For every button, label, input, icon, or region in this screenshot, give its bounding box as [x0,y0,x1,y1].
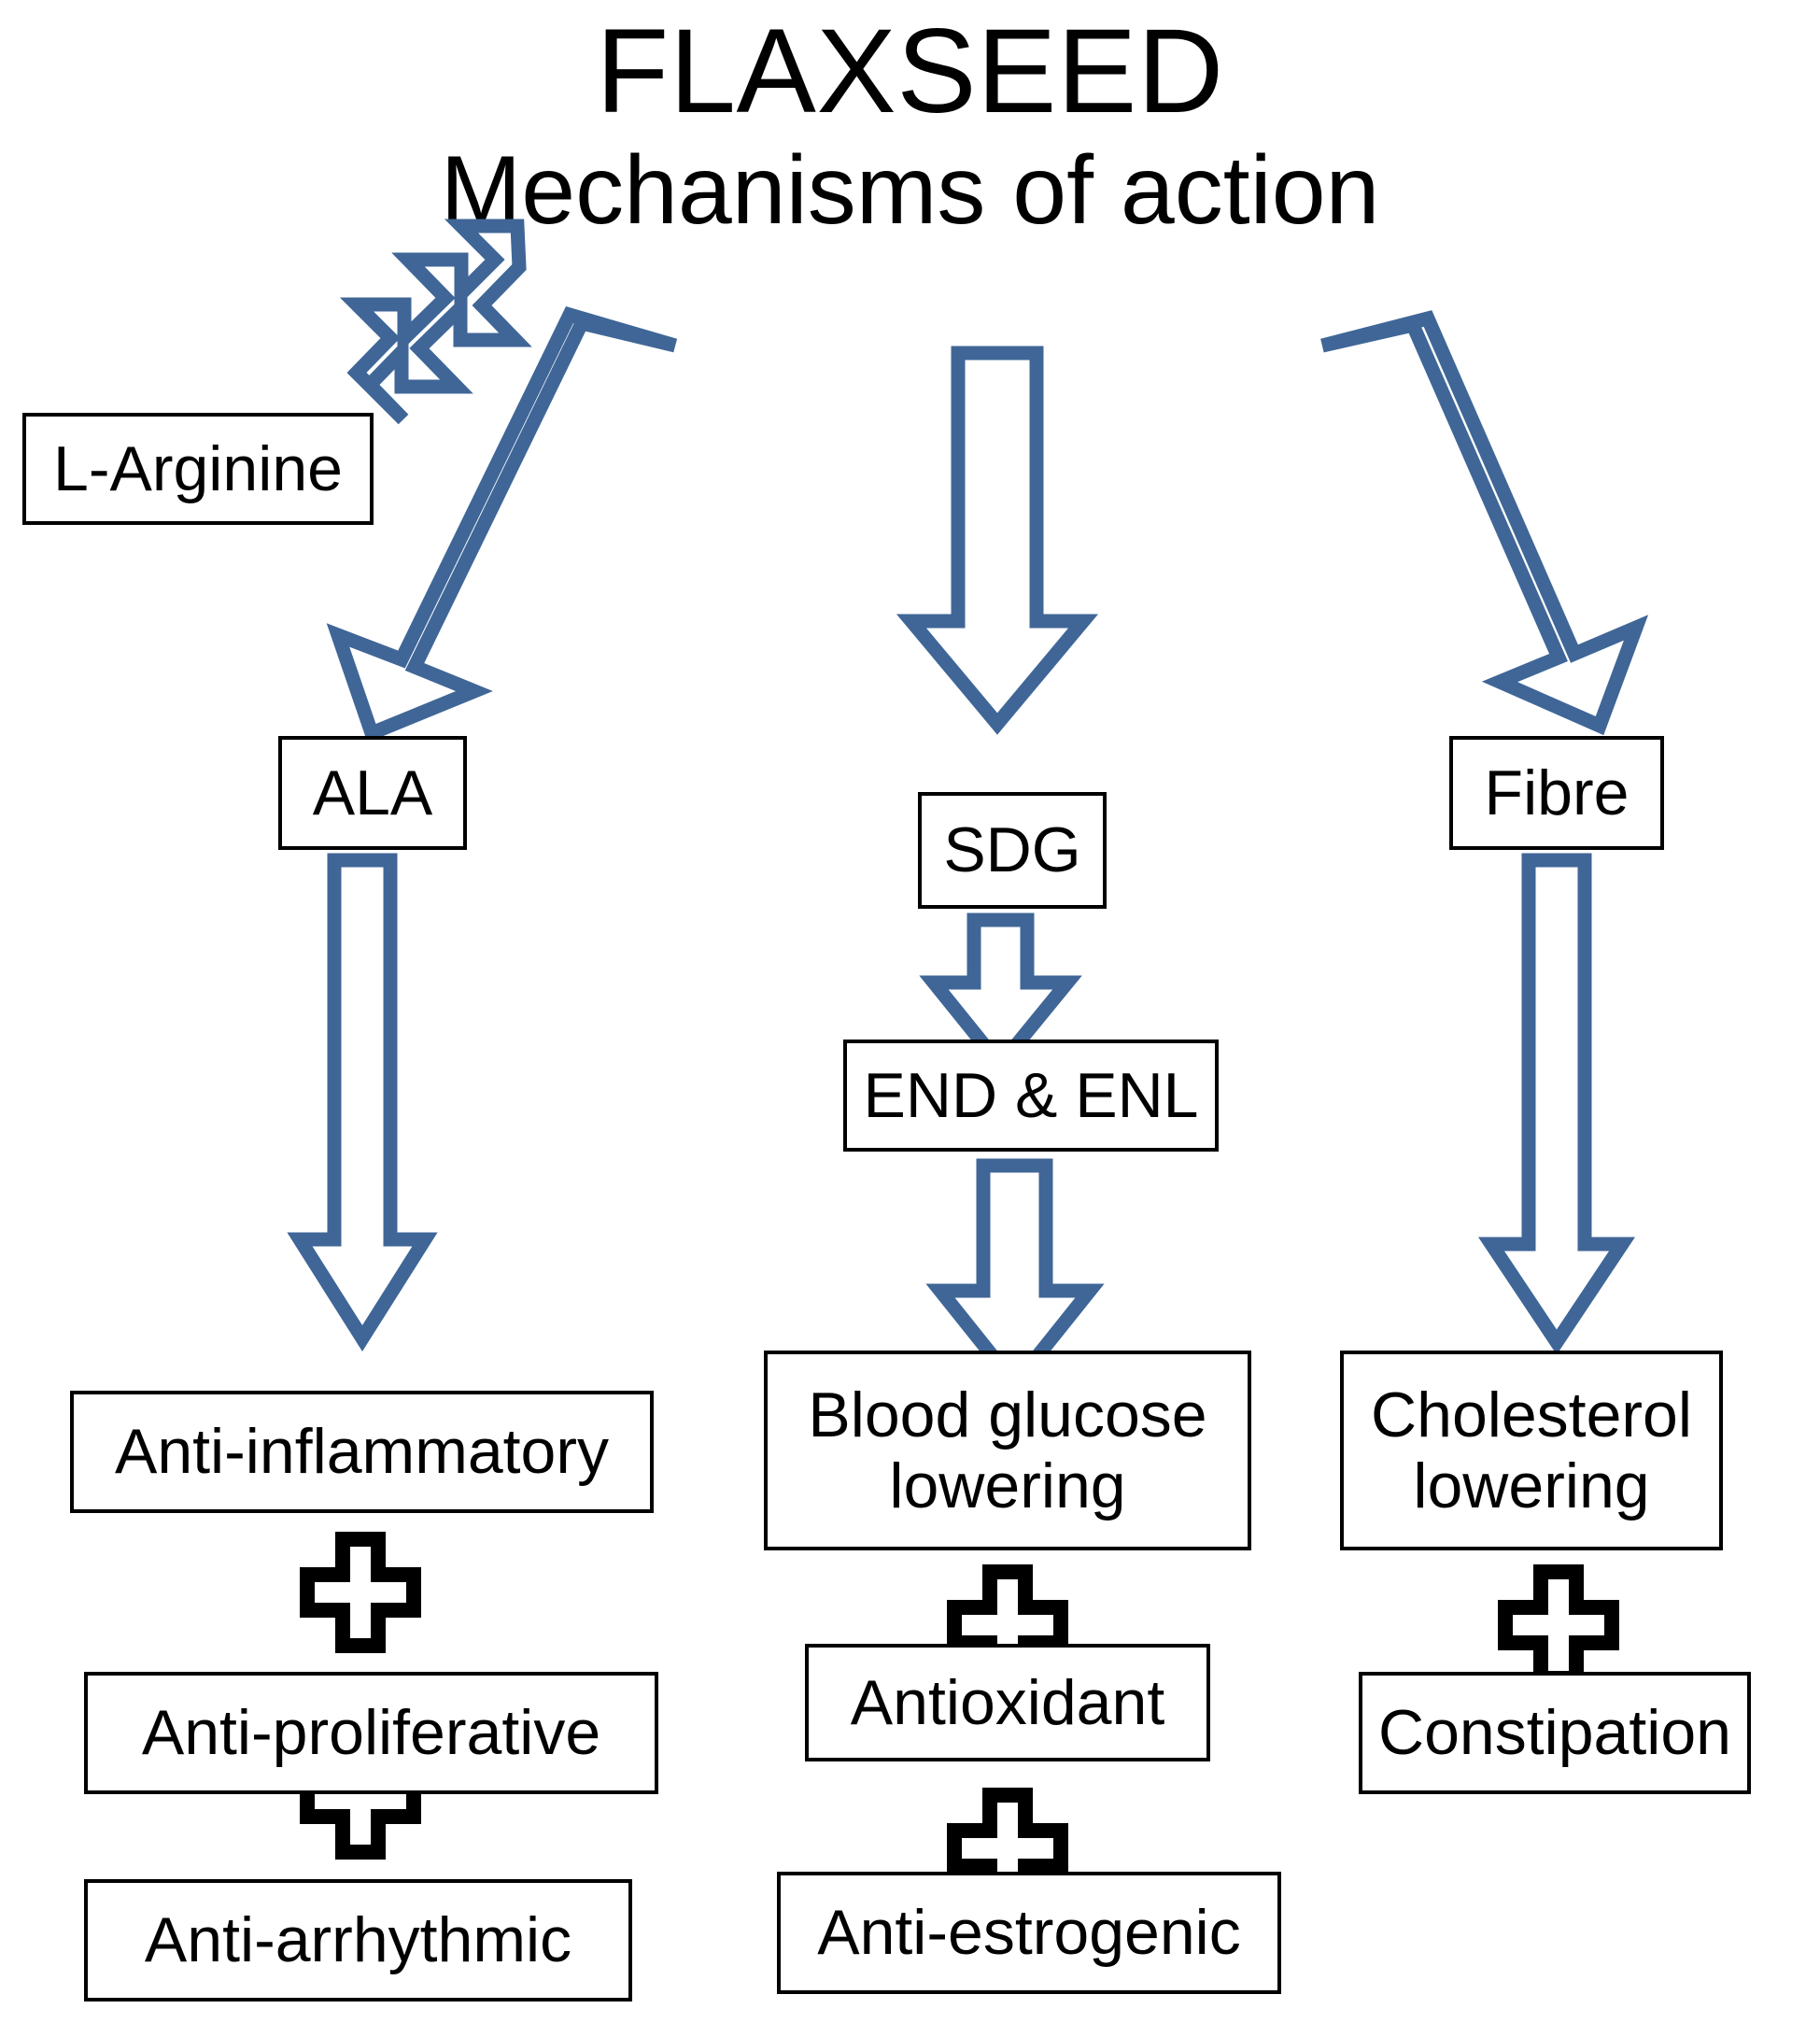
node-l-arginine[interactable]: L-Arginine [22,413,374,525]
zigzag-arrow-to-l-arginine [339,219,532,425]
diagonal-arrow-to-ala [326,306,678,743]
node-constipation[interactable]: Constipation [1359,1672,1751,1794]
node-fibre[interactable]: Fibre [1449,736,1664,850]
node-blood-glucose-line-1: Blood glucose [808,1379,1207,1450]
node-cholesterol-line-1: Cholesterol [1371,1379,1692,1450]
node-anti-arrhythmic[interactable]: Anti-arrhythmic [84,1879,632,2002]
page-subtitle: Mechanisms of action [440,136,1380,245]
plus-icon-right-1 [1498,1564,1619,1686]
node-end-and-enl[interactable]: END & ENL [843,1040,1219,1152]
node-antioxidant[interactable]: Antioxidant [805,1644,1210,1761]
node-anti-inflammatory[interactable]: Anti-inflammatory [70,1391,654,1513]
node-cholesterol-line-2: lowering [1413,1450,1650,1521]
node-anti-estrogenic[interactable]: Anti-estrogenic [777,1872,1281,1994]
node-blood-glucose-lowering[interactable]: Blood glucose lowering [764,1351,1251,1550]
page-title: FLAXSEED [596,5,1224,138]
node-ala[interactable]: ALA [278,736,467,850]
node-cholesterol-lowering[interactable]: Cholesterol lowering [1340,1351,1723,1550]
node-blood-glucose-line-2: lowering [889,1450,1126,1521]
straight-arrow-ala-to-anti-inflammatory [287,853,438,1352]
node-sdg[interactable]: SDG [918,792,1107,909]
straight-arrow-fibre-to-cholesterol [1477,853,1636,1355]
node-anti-proliferative[interactable]: Anti-proliferative [84,1672,658,1794]
diagonal-arrow-to-fibre [1320,310,1649,736]
straight-arrow-to-sdg [896,346,1099,735]
plus-icon-left-1 [300,1532,421,1653]
